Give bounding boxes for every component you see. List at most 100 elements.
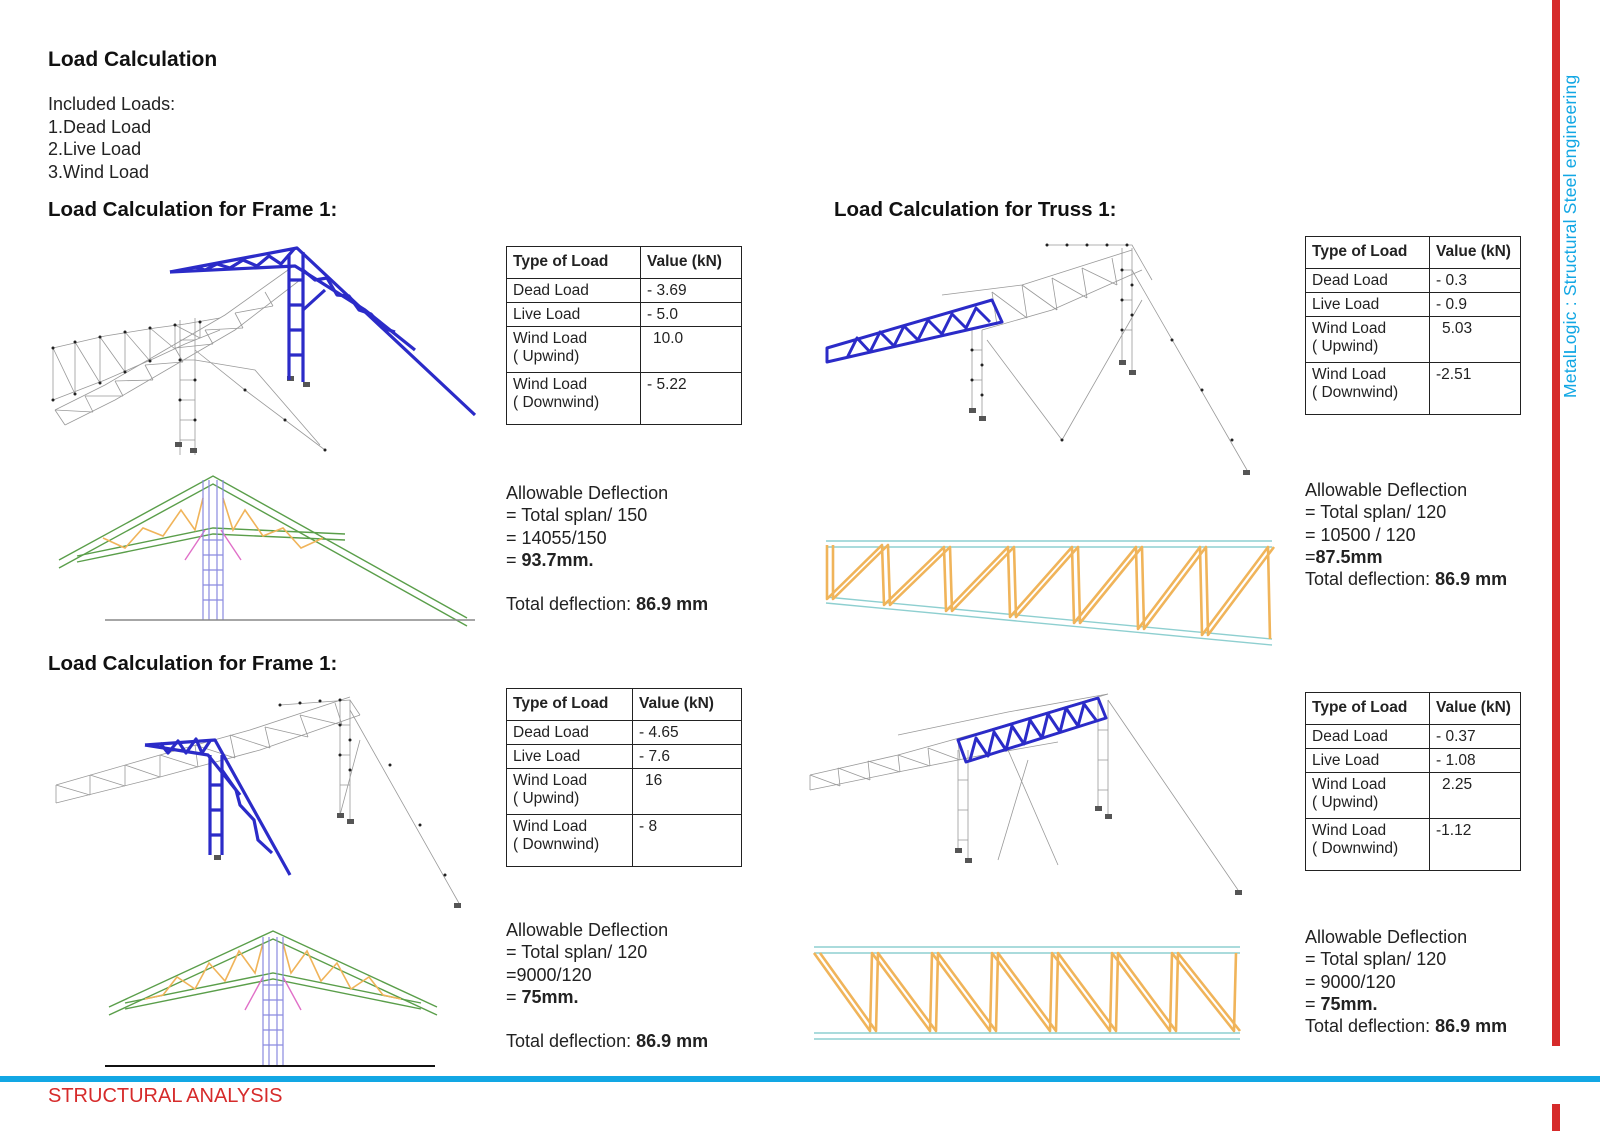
- load-type-line: Wind Load: [513, 376, 588, 393]
- table-row: Dead Load- 3.69: [506, 278, 742, 303]
- table-row: Live Load- 5.0: [506, 302, 742, 327]
- load-value-cell: - 8: [632, 814, 742, 867]
- load-type-line: Wind Load: [513, 330, 588, 347]
- load-value-cell: - 1.08: [1429, 748, 1521, 773]
- load-type-cell: Wind Load( Downwind): [506, 814, 633, 867]
- frame-1-elevation-drawing: [58, 475, 475, 627]
- deflection-result-prefix: =: [506, 549, 522, 570]
- load-type-cell: Wind Load( Downwind): [1305, 362, 1430, 415]
- load-type-cell: Live Load: [506, 302, 641, 327]
- section-heading-frame-1: Load Calculation for Frame 1:: [48, 198, 338, 221]
- load-value-cell: 10.0: [640, 326, 742, 373]
- deflection-heading: Allowable Deflection: [506, 483, 669, 503]
- load-type-line: Wind Load: [1312, 822, 1387, 839]
- table-row: Dead Load- 0.3: [1305, 268, 1521, 293]
- col-header-type: Type of Load: [506, 246, 641, 279]
- load-type-cell: Dead Load: [1305, 268, 1430, 293]
- load-type-subline: ( Downwind): [1312, 384, 1399, 401]
- load-type-cell: Dead Load: [506, 720, 633, 745]
- table-row: Wind Load( Upwind)10.0: [506, 326, 742, 373]
- deflection-heading: Allowable Deflection: [1305, 927, 1468, 947]
- load-type-line: Wind Load: [513, 818, 588, 835]
- total-deflection: Total deflection: 86.9 mm: [1305, 568, 1507, 590]
- total-deflection-label: Total deflection:: [1305, 569, 1436, 590]
- load-type-cell: Dead Load: [506, 278, 641, 303]
- deflection-result-prefix: =: [1305, 993, 1321, 1014]
- load-type-cell: Wind Load( Upwind): [1305, 772, 1430, 819]
- deflection-formula: = Total splan/ 120: [1305, 502, 1447, 523]
- table-row: Wind Load( Upwind)16: [506, 768, 742, 815]
- col-header-value: Value (kN): [1429, 692, 1521, 725]
- load-type-subline: ( Upwind): [513, 790, 580, 807]
- table-row: Wind Load( Downwind)- 8: [506, 814, 742, 867]
- frame-2-elevation-drawing: [105, 930, 438, 1067]
- footer-title: STRUCTURAL ANALYSIS: [48, 1085, 283, 1107]
- deflection-substitution: = 10500 / 120: [1305, 524, 1416, 545]
- frame-2-3d-model: [55, 696, 461, 908]
- total-deflection-label: Total deflection:: [506, 594, 637, 615]
- truss-1-3d-model: [825, 243, 1250, 475]
- frame-2-deflection: Allowable Deflection = Total splan/ 120 …: [506, 919, 708, 1052]
- deflection-formula: = Total splan/ 150: [506, 505, 648, 526]
- right-accent-bar-footer: [1552, 1104, 1560, 1131]
- section-heading-frame-2: Load Calculation for Frame 1:: [48, 652, 338, 675]
- total-deflection-value: 86.9 mm: [1435, 569, 1508, 590]
- allowable-deflection-value: 93.7mm.: [521, 549, 594, 570]
- load-type-cell: Wind Load( Upwind): [506, 326, 641, 373]
- allowable-deflection-value: 75mm.: [521, 986, 579, 1007]
- col-header-type: Type of Load: [1305, 692, 1430, 725]
- total-deflection: Total deflection: 86.9 mm: [506, 593, 708, 615]
- load-type-cell: Wind Load( Downwind): [1305, 818, 1430, 871]
- footer-divider: [0, 1076, 1600, 1082]
- load-type-cell: Wind Load( Downwind): [506, 372, 641, 425]
- load-type-cell: Wind Load( Upwind): [506, 768, 633, 815]
- load-type-subline: ( Upwind): [1312, 794, 1379, 811]
- load-value-cell: - 0.9: [1429, 292, 1521, 317]
- col-header-type: Type of Load: [1305, 236, 1430, 269]
- truss-2-deflection: Allowable Deflection = Total splan/ 120 …: [1305, 926, 1507, 1037]
- total-deflection-label: Total deflection:: [1305, 1016, 1436, 1037]
- deflection-heading: Allowable Deflection: [1305, 480, 1468, 500]
- load-type-subline: ( Downwind): [513, 836, 600, 853]
- frame-1-3d-model: [51, 246, 477, 455]
- table-row: Wind Load( Downwind)-1.12: [1305, 818, 1521, 871]
- load-item-wind: 3.Wind Load: [48, 161, 150, 182]
- load-type-line: Wind Load: [1312, 776, 1387, 793]
- deflection-result-prefix: =: [506, 986, 522, 1007]
- load-type-subline: ( Downwind): [1312, 840, 1399, 857]
- deflection-result: = 93.7mm.: [506, 549, 708, 571]
- section-heading-truss-1: Load Calculation for Truss 1:: [834, 198, 1117, 221]
- table-row: Wind Load( Upwind)2.25: [1305, 772, 1521, 819]
- truss-1-deflection: Allowable Deflection = Total splan/ 120 …: [1305, 479, 1507, 590]
- total-deflection-value: 86.9 mm: [1435, 1016, 1508, 1037]
- deflection-substitution: = 9000/120: [1305, 971, 1396, 992]
- total-deflection-label: Total deflection:: [506, 1031, 637, 1052]
- load-type-subline: ( Upwind): [513, 348, 580, 365]
- load-type-line: Wind Load: [1312, 366, 1387, 383]
- load-type-cell: Wind Load( Upwind): [1305, 316, 1430, 363]
- deflection-substitution: = 14055/150: [506, 527, 607, 548]
- load-type-cell: Dead Load: [1305, 724, 1430, 749]
- table-row: Dead Load- 0.37: [1305, 724, 1521, 749]
- table-row: Wind Load( Upwind)5.03: [1305, 316, 1521, 363]
- load-value-cell: - 0.3: [1429, 268, 1521, 293]
- deflection-result: = 75mm.: [506, 986, 708, 1008]
- truss-1-elevation-drawing: [825, 540, 1276, 646]
- frame-1-deflection: Allowable Deflection = Total splan/ 150 …: [506, 482, 708, 615]
- load-value-cell: - 3.69: [640, 278, 742, 303]
- included-loads-heading: Included Loads:: [48, 94, 176, 114]
- load-type-line: Wind Load: [513, 772, 588, 789]
- col-header-value: Value (kN): [640, 246, 742, 279]
- deflection-heading: Allowable Deflection: [506, 920, 669, 940]
- deflection-result: = 75mm.: [1305, 993, 1507, 1015]
- deflection-formula: = Total splan/ 120: [506, 942, 648, 963]
- load-item-dead: 1.Dead Load: [48, 116, 152, 137]
- col-header-value: Value (kN): [632, 688, 742, 721]
- table-row: Live Load- 7.6: [506, 744, 742, 769]
- load-type-cell: Live Load: [506, 744, 633, 769]
- load-type-line: Wind Load: [1312, 320, 1387, 337]
- total-deflection: Total deflection: 86.9 mm: [1305, 1015, 1507, 1037]
